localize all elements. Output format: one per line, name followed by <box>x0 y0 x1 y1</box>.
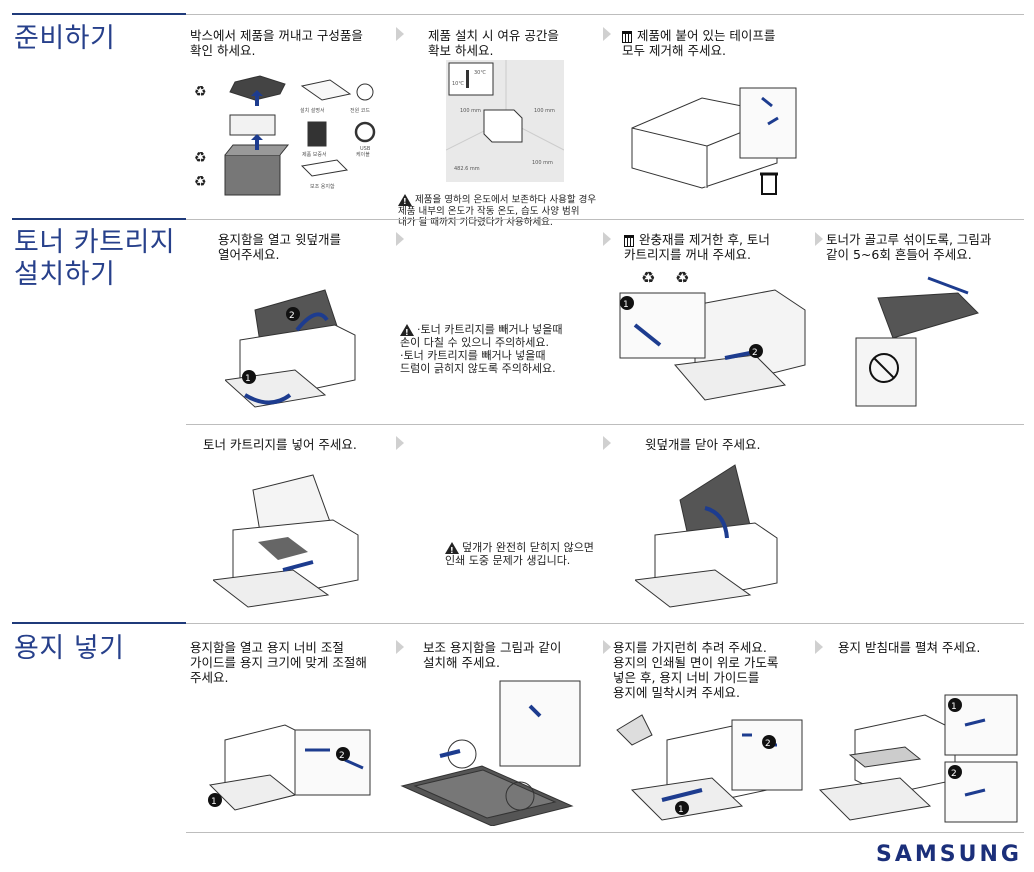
svg-text:1: 1 <box>678 805 684 815</box>
label-dim-left: 100 mm <box>460 108 481 114</box>
close-cover-illustration <box>635 464 778 608</box>
row-divider <box>186 424 1024 425</box>
toner-step-1: 용지함을 열고 윗덮개를 열어주세요. <box>218 232 393 262</box>
toner-note-1-text: ·토너 카트리지를 빼거나 넣을때 손이 다칠 수 있으니 주의하세요. ·토너… <box>400 323 563 375</box>
paper-step-4-text: 용지 받침대를 펼쳐 주세요. <box>838 640 981 655</box>
step-arrow-icon <box>815 640 823 654</box>
svg-text:♻: ♻ <box>194 174 207 190</box>
bottom-divider <box>186 832 1024 833</box>
section-rule-toner <box>12 218 186 220</box>
svg-text:2: 2 <box>752 348 758 358</box>
section-rule-toner-light <box>186 219 1024 220</box>
label-dim-right: 100 mm <box>534 108 555 114</box>
toner-step-5-text: 토너 카트리지를 넣어 주세요. <box>203 437 357 452</box>
svg-text:2: 2 <box>289 311 295 321</box>
label-usb-1: USB <box>360 146 371 152</box>
toner-step-4: 토너가 골고루 섞이도록, 그림과 같이 5~6회 흔들어 주세요. <box>826 232 1026 262</box>
step-arrow-icon <box>603 436 611 450</box>
step-arrow-icon <box>396 436 404 450</box>
paper-step-1-text: 용지함을 열고 용지 너비 조절 가이드를 용지 크기에 맞게 조절해 주세요. <box>190 640 367 685</box>
warning-icon <box>400 324 414 339</box>
toner-step-7: 윗덮개를 닫아 주세요. <box>645 437 835 452</box>
svg-text:♻: ♻ <box>194 84 207 100</box>
warning-icon <box>398 194 412 207</box>
prep-step-2-text: 제품 설치 시 여유 공간을 확보 하세요. <box>428 28 559 58</box>
prep-step-3: 제품에 붙어 있는 테이프를 모두 제거해 주세요. <box>622 28 822 58</box>
label-warranty: 제품 보증서 <box>302 151 327 158</box>
svg-text:1: 1 <box>623 300 629 310</box>
section-title-prep: 준비하기 <box>14 23 116 54</box>
step-arrow-icon <box>396 27 404 41</box>
section-title-toner-1: 토너 카트리지 <box>14 227 176 258</box>
label-temp-low: 10℃ <box>452 81 464 87</box>
section-rule-prep <box>12 13 186 15</box>
prep-step-2: 제품 설치 시 여유 공간을 확보 하세요. <box>428 28 603 58</box>
step-arrow-icon <box>396 232 404 246</box>
svg-text:♻: ♻ <box>194 150 207 166</box>
section-rule-paper <box>12 622 186 624</box>
label-dim-bottom-right: 100 mm <box>532 160 553 166</box>
load-paper-illustration: 1 2 <box>616 714 803 821</box>
paper-step-4: 용지 받침대를 펼쳐 주세요. <box>838 640 1018 655</box>
aux-tray-illustration <box>400 680 581 826</box>
warning-icon <box>445 542 459 557</box>
prep-step-1: 박스에서 제품을 꺼내고 구성품을 확인 하세요. <box>190 28 395 58</box>
toner-step-3: 완충재를 제거한 후, 토너 카트리지를 꺼내 주세요. <box>624 232 814 262</box>
step-arrow-icon <box>815 232 823 246</box>
svg-text:♻: ♻ <box>641 268 655 287</box>
svg-text:1: 1 <box>951 702 957 712</box>
paper-support-illustration: 1 2 <box>818 694 1018 823</box>
toner-step-7-text: 윗덮개를 닫아 주세요. <box>645 437 761 452</box>
paper-step-1: 용지함을 열고 용지 너비 조절 가이드를 용지 크기에 맞게 조절해 주세요. <box>190 640 400 685</box>
paper-step-2: 보조 용지함을 그림과 같이 설치해 주세요. <box>423 640 603 670</box>
paper-step-2-text: 보조 용지함을 그림과 같이 설치해 주세요. <box>423 640 562 670</box>
label-temp-high: 30℃ <box>474 70 486 76</box>
section-title-toner-2: 설치하기 <box>14 259 116 290</box>
label-dim-bottom-left: 482.6 mm <box>454 166 480 172</box>
trash-icon <box>622 30 632 43</box>
step-arrow-icon <box>396 640 404 654</box>
toner-note-2-text: 덮개가 완전히 닫히지 않으면 인쇄 도중 문제가 생깁니다. <box>445 541 594 567</box>
prep-step-3-text: 제품에 붙어 있는 테이프를 모두 제거해 주세요. <box>622 28 776 58</box>
section-rule-prep-light <box>186 14 1024 15</box>
clearance-illustration: 10℃ 30℃ 100 mm 100 mm 482.6 mm 100 mm <box>446 60 564 182</box>
svg-text:1: 1 <box>245 374 251 384</box>
svg-text:♻: ♻ <box>675 268 689 287</box>
step-arrow-icon <box>603 232 611 246</box>
insert-toner-illustration <box>213 474 359 608</box>
svg-text:2: 2 <box>765 739 771 749</box>
paper-step-3-text: 용지를 가지런히 추려 주세요. 용지의 인쇄될 면이 위로 가도록 넣은 후,… <box>613 640 779 700</box>
toner-note-2: 덮개가 완전히 닫히지 않으면 인쇄 도중 문제가 생깁니다. <box>445 528 605 567</box>
toner-step-1-text: 용지함을 열고 윗덮개를 열어주세요. <box>218 232 341 262</box>
toner-step-5: 토너 카트리지를 넣어 주세요. <box>203 437 393 452</box>
tape-removal-illustration <box>631 87 797 195</box>
box-contents-illustration: ♻ ♻ ♻ 설치 설명서 전원 코드 제품 보증서 USB 케이블 보조 용지함 <box>194 75 376 196</box>
prep-note-text: 제품을 영하의 온도에서 보존하다 사용할 경우 제품 내부의 온도가 작동 온… <box>398 194 597 228</box>
paper-step-3: 용지를 가지런히 추려 주세요. 용지의 인쇄될 면이 위로 가도록 넣은 후,… <box>613 640 818 700</box>
label-manual: 설치 설명서 <box>300 107 325 114</box>
remove-toner-illustration: ♻ ♻ 1 2 <box>619 268 806 401</box>
samsung-logo: SAMSUNG <box>876 842 1022 867</box>
svg-text:2: 2 <box>951 769 957 779</box>
svg-text:2: 2 <box>339 751 345 761</box>
open-cover-illustration: 2 1 <box>225 289 356 408</box>
step-arrow-icon <box>603 640 611 654</box>
svg-text:1: 1 <box>211 797 217 807</box>
toner-note-1: ·토너 카트리지를 빼거나 넣을때 손이 다칠 수 있으니 주의하세요. ·토너… <box>400 310 600 375</box>
toner-step-3-text: 완충재를 제거한 후, 토너 카트리지를 꺼내 주세요. <box>624 232 770 262</box>
section-rule-paper-light <box>186 623 1024 624</box>
label-usb-2: 케이블 <box>356 151 370 158</box>
toner-step-4-text: 토너가 골고루 섞이도록, 그림과 같이 5~6회 흔들어 주세요. <box>826 232 992 262</box>
trash-icon <box>624 234 634 247</box>
paper-guide-illustration: 1 2 <box>208 724 371 811</box>
prep-step-1-text: 박스에서 제품을 꺼내고 구성품을 확인 하세요. <box>190 28 363 58</box>
shake-toner-illustration <box>855 276 979 407</box>
step-arrow-icon <box>603 27 611 41</box>
prep-note: 제품을 영하의 온도에서 보존하다 사용할 경우 제품 내부의 온도가 작동 온… <box>398 183 608 228</box>
section-title-paper: 용지 넣기 <box>14 633 125 664</box>
label-power-cord: 전원 코드 <box>350 107 370 114</box>
label-tray: 보조 용지함 <box>310 183 335 190</box>
